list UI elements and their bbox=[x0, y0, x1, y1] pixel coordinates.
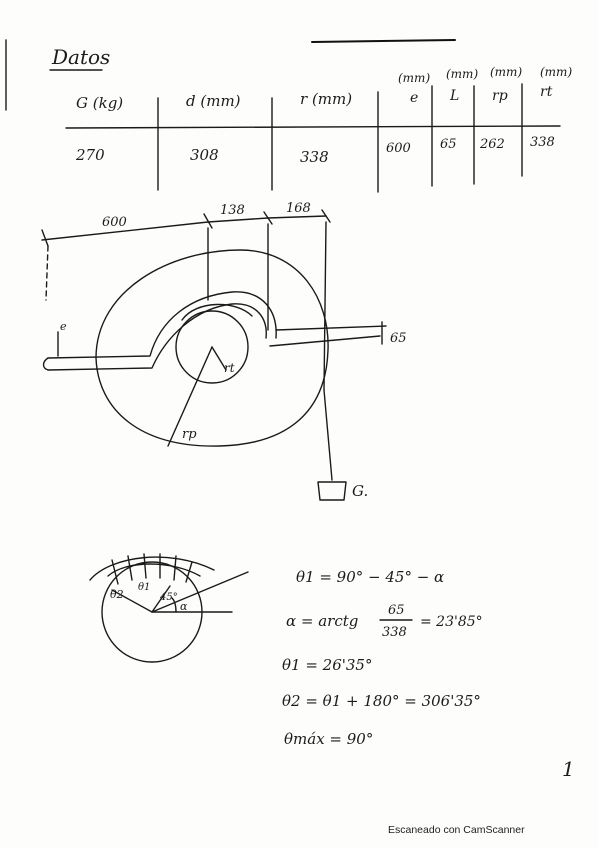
fraction-denominator: 338 bbox=[382, 625, 407, 640]
fraction-numerator: 65 bbox=[388, 603, 405, 618]
label-65: 65 bbox=[390, 331, 407, 346]
header-e: e bbox=[410, 90, 418, 106]
unit-l: (mm) bbox=[446, 67, 478, 81]
page-number: 1 bbox=[562, 757, 575, 781]
alpha-arc bbox=[171, 597, 177, 613]
angle-diagram: θ2 θ1 45° α bbox=[89, 553, 249, 663]
hub-slot bbox=[181, 303, 253, 321]
cam-diagram: 600 138 168 e 65 rt rp G. bbox=[41, 201, 407, 501]
projection-line bbox=[45, 245, 49, 301]
value-rp: 262 bbox=[479, 137, 505, 152]
hatch-line bbox=[127, 555, 133, 581]
unit-e: (mm) bbox=[398, 71, 430, 85]
equation-theta2: θ2 = θ1 + 180° = 306'35° bbox=[282, 692, 481, 710]
equation-theta1-value: θ1 = 26'35° bbox=[282, 656, 372, 674]
value-g: 270 bbox=[75, 146, 105, 164]
dim-label-138: 138 bbox=[220, 203, 245, 218]
label-g: G. bbox=[352, 482, 368, 500]
value-e: 600 bbox=[386, 141, 411, 156]
lever-arm-outer bbox=[47, 291, 277, 359]
header-g: G (kg) bbox=[76, 94, 123, 112]
dim-label-600: 600 bbox=[102, 215, 127, 230]
label-45: 45° bbox=[159, 592, 178, 603]
header-rp: rp bbox=[492, 88, 508, 104]
outer-arc bbox=[89, 556, 215, 581]
header-l: L bbox=[449, 88, 459, 104]
equation-theta-max: θmáx = 90° bbox=[284, 730, 373, 748]
value-l: 65 bbox=[440, 137, 457, 152]
dim-65-line bbox=[275, 325, 387, 331]
dim-tick bbox=[41, 229, 49, 247]
label-e: e bbox=[60, 320, 67, 333]
hatch-line bbox=[173, 555, 177, 581]
rp-radius bbox=[167, 346, 213, 447]
dim-65-line bbox=[269, 335, 381, 347]
unit-rp: (mm) bbox=[490, 65, 522, 79]
angle-ray bbox=[151, 571, 249, 613]
fraction-result: = 23'85° bbox=[420, 614, 483, 630]
angle-ray bbox=[151, 585, 171, 613]
unit-rt: (mm) bbox=[540, 65, 572, 79]
heading: Datos bbox=[51, 45, 110, 69]
outer-cam-profile bbox=[95, 249, 329, 447]
dim-line-600 bbox=[41, 221, 209, 241]
angle-ray bbox=[111, 589, 153, 613]
label-theta2: θ2 bbox=[110, 588, 124, 601]
hatch-line bbox=[185, 561, 193, 583]
equation-alpha: α = arctg bbox=[286, 612, 358, 630]
rt-radius bbox=[211, 346, 227, 371]
dim-label-168: 168 bbox=[286, 201, 311, 216]
lever-tip bbox=[42, 357, 49, 371]
weight-block bbox=[317, 481, 347, 501]
header-d: d (mm) bbox=[186, 92, 241, 110]
value-rt: 338 bbox=[530, 135, 555, 150]
dim-tick bbox=[203, 213, 213, 229]
dim-tick bbox=[321, 209, 331, 223]
table-header-rule bbox=[65, 125, 561, 129]
label-rp: rp bbox=[182, 427, 197, 442]
value-d: 308 bbox=[190, 146, 219, 164]
projection-line bbox=[323, 221, 327, 391]
header-rt: rt bbox=[540, 84, 553, 100]
label-theta1: θ1 bbox=[138, 582, 150, 593]
label-alpha: α bbox=[180, 600, 188, 613]
dim-line-168 bbox=[267, 215, 327, 219]
hatch-line bbox=[111, 559, 119, 585]
hatch-line bbox=[143, 553, 147, 579]
label-rt: rt bbox=[224, 361, 235, 375]
top-rule bbox=[311, 39, 456, 43]
dim-tick bbox=[263, 211, 273, 225]
header-r: r (mm) bbox=[300, 90, 352, 108]
value-r: 338 bbox=[300, 148, 329, 166]
equation-theta1-def: θ1 = 90° − 45° − α bbox=[296, 568, 444, 586]
scanner-watermark: Escaneado con CamScanner bbox=[388, 824, 525, 836]
inner-arc bbox=[107, 563, 201, 577]
hub-circle bbox=[175, 310, 249, 384]
dim-line-138 bbox=[207, 217, 269, 223]
rope bbox=[323, 389, 333, 481]
